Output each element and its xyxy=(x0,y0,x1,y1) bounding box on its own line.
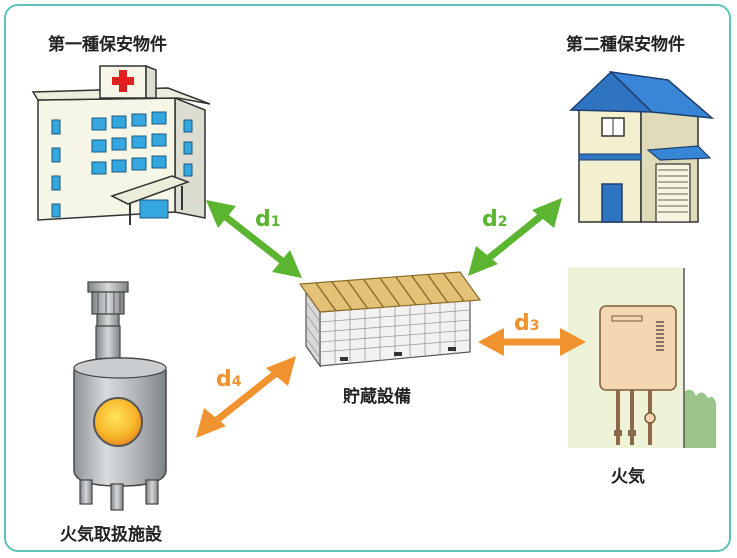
d2-label: d2 xyxy=(482,207,508,232)
storage-label: 貯蔵設備 xyxy=(343,387,411,407)
d1-arrow xyxy=(206,200,302,278)
house-label: 第二種保安物件 xyxy=(566,35,685,55)
d3-arrow xyxy=(478,328,586,356)
house-icon xyxy=(569,70,715,223)
d4-arrow xyxy=(196,356,296,438)
storage-warehouse-icon xyxy=(298,271,482,368)
d4-label: d4 xyxy=(216,367,242,392)
hospital-icon xyxy=(31,64,211,225)
d2-arrow xyxy=(468,198,562,276)
water-heater-icon xyxy=(568,268,716,448)
stove-heater-icon xyxy=(73,281,167,511)
d3-label: d3 xyxy=(514,311,540,336)
fire-label: 火気 xyxy=(611,467,645,487)
d1-label: d1 xyxy=(255,207,281,232)
facility-label: 火気取扱施設 xyxy=(60,525,162,545)
hospital-label: 第一種保安物件 xyxy=(48,35,167,55)
